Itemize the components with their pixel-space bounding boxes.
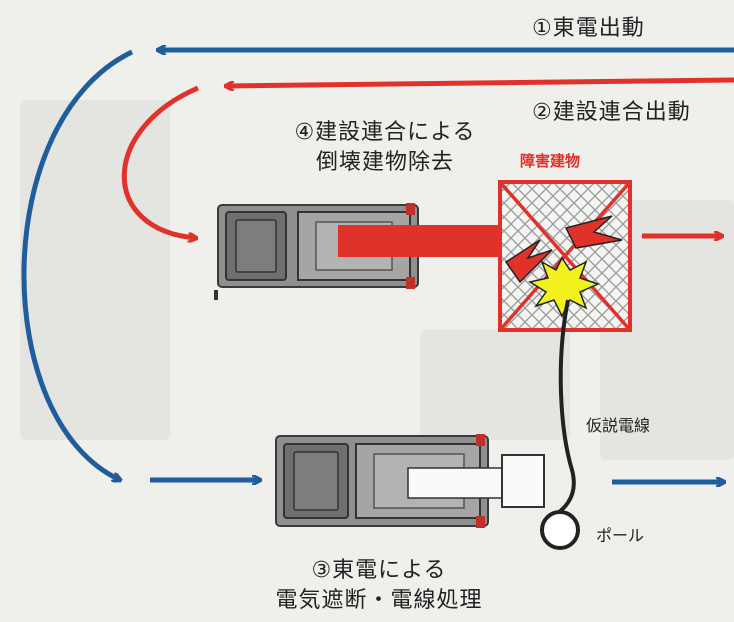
union-dispatch-label: ②建設連合出動 [532,100,691,125]
tepco-action-label: ③東電による 電気遮断・電線処理 [214,556,544,616]
background-buildings [20,100,734,460]
pole-icon [540,510,580,550]
red-route-top [226,77,734,86]
tepco-dispatch-label: ①東電出動 [532,16,645,41]
bucket-arm [407,467,505,499]
union-action-label: ④建設連合による 倒壊建物除去 [240,118,530,178]
union-action-line-1: ④建設連合による [294,120,476,145]
temporary-wire-label: 仮説電線 [586,416,651,435]
tepco-action-line-2: 電気遮断・電線処理 [275,588,483,613]
tepco-truck [275,434,489,528]
crane-arm [338,225,520,257]
obstacle-building-label: 障害建物 [520,152,581,170]
tepco-action-line-1: ③東電による [311,558,447,583]
temporary-wire [546,299,576,522]
blue-route-curve [21,49,134,480]
bucket [501,454,545,508]
spark-icon [528,256,601,318]
pole-label: ポール [596,526,645,545]
union-action-line-2: 倒壊建物除去 [315,150,454,175]
red-route-curve [121,85,199,238]
